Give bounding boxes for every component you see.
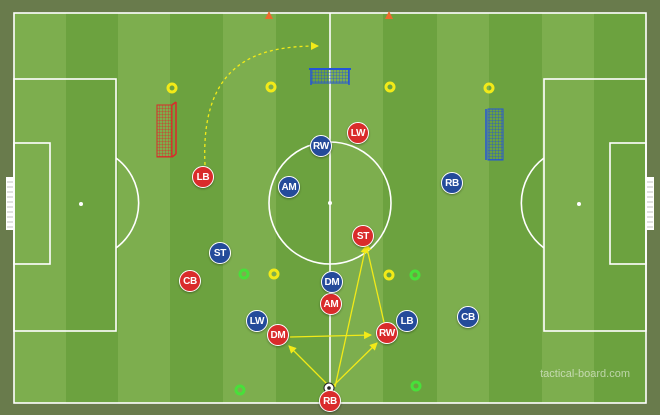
green-disc-marker: [238, 268, 250, 280]
right-penalty-spot: [577, 202, 581, 206]
green-disc-marker: [410, 380, 422, 392]
red-player-cb[interactable]: CB: [179, 270, 201, 292]
left-penalty-spot: [79, 202, 83, 206]
red-player-lw[interactable]: LW: [347, 122, 369, 144]
player-label: RW: [313, 140, 329, 152]
blue-player-am[interactable]: AM: [278, 176, 300, 198]
player-label: DM: [324, 276, 340, 288]
red-player-am[interactable]: AM: [320, 293, 342, 315]
run-arrow: [204, 42, 319, 166]
pass-arrow: [330, 342, 378, 389]
pass-arrow: [363, 243, 387, 332]
player-label: ST: [356, 230, 370, 242]
yellow-disc-marker: [384, 81, 396, 93]
player-label: LB: [196, 171, 210, 183]
blue-player-rw[interactable]: RW: [310, 135, 332, 157]
blue-player-cb[interactable]: CB: [457, 306, 479, 328]
blue-player-dm[interactable]: DM: [321, 271, 343, 293]
center-spot: [328, 201, 332, 205]
player-label: AM: [281, 181, 297, 193]
green-disc-marker: [409, 269, 421, 281]
green-disc-marker: [234, 384, 246, 396]
blue-player-lb[interactable]: LB: [396, 310, 418, 332]
player-label: LB: [400, 315, 414, 327]
yellow-markers: [166, 81, 495, 281]
blue-mini-goal-top: [309, 68, 351, 85]
red-player-rb[interactable]: RB: [319, 390, 341, 412]
cone-marker: [385, 11, 393, 19]
player-label: AM: [323, 298, 339, 310]
player-label: ST: [213, 247, 227, 259]
player-label: DM: [270, 329, 286, 341]
pass-arrow: [289, 331, 372, 340]
right-main-goal: [646, 177, 654, 230]
pass-arrow: [288, 345, 332, 389]
player-label: RB: [445, 177, 459, 189]
yellow-disc-marker: [383, 269, 395, 281]
yellow-disc-marker: [483, 82, 495, 94]
red-player-dm[interactable]: DM: [267, 324, 289, 346]
yellow-disc-marker: [166, 82, 178, 94]
blue-mini-goal-right: [485, 108, 504, 161]
left-main-goal: [6, 177, 14, 230]
red-mini-goal: [156, 101, 177, 158]
player-label: LW: [350, 127, 366, 139]
player-label: RW: [379, 327, 395, 339]
player-label: CB: [461, 311, 475, 323]
pass-arrow: [334, 245, 369, 388]
red-player-rw[interactable]: RW: [376, 322, 398, 344]
cone-marker: [265, 11, 273, 19]
blue-player-st[interactable]: ST: [209, 242, 231, 264]
watermark-text: tactical-board.com: [540, 368, 630, 380]
green-markers: [234, 268, 422, 396]
blue-player-lw[interactable]: LW: [246, 310, 268, 332]
red-player-lb[interactable]: LB: [192, 166, 214, 188]
red-player-st[interactable]: ST: [352, 225, 374, 247]
player-label: LW: [249, 315, 265, 327]
player-label: RB: [323, 395, 337, 407]
yellow-disc-marker: [268, 268, 280, 280]
yellow-disc-marker: [265, 81, 277, 93]
grass-stripes: [14, 13, 646, 403]
blue-player-rb[interactable]: RB: [441, 172, 463, 194]
player-label: CB: [183, 275, 197, 287]
